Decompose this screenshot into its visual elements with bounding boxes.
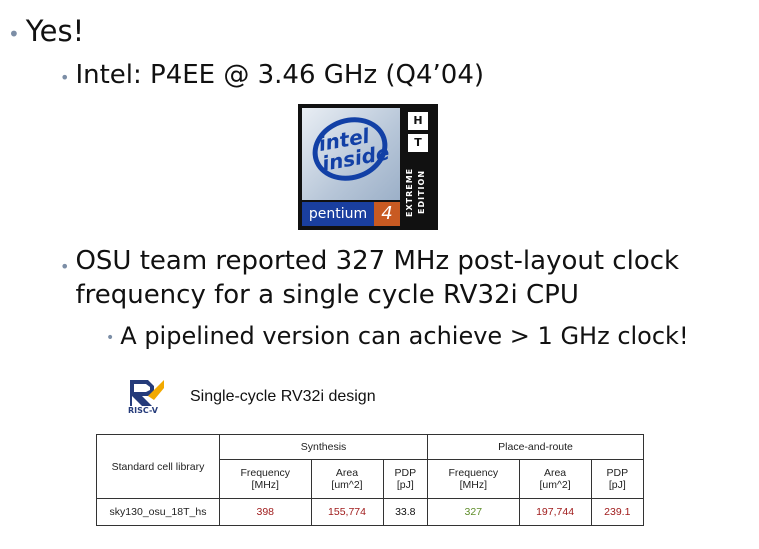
riscv-logo-text: RISC-V: [128, 406, 158, 415]
cell-syn-pdp: 33.8: [382, 498, 429, 526]
bullet-yes: • Yes!: [8, 14, 84, 48]
bullet-osu-text: OSU team reported 327 MHz post-layout cl…: [75, 244, 679, 312]
cell-par-area: 197,744: [518, 498, 592, 526]
rv32i-design-figure: RISC-V Single-cycle RV32i design Standar…: [92, 370, 648, 532]
riscv-icon: [130, 380, 164, 406]
header-par-frequency-label: Frequency: [448, 467, 499, 479]
header-par-pdp-label: PDP: [606, 467, 629, 479]
ht-t-label: T: [408, 134, 428, 152]
cell-par-pdp: 239.1: [590, 498, 645, 526]
header-syn-area-label: Area: [335, 467, 359, 479]
header-syn-frequency-unit: [MHz]: [251, 479, 279, 491]
header-par-pdp-unit: [pJ]: [608, 479, 626, 491]
header-par-area: Area[um^2]: [518, 459, 592, 499]
bullet-dot: •: [60, 68, 70, 87]
header-synthesis: Synthesis: [218, 434, 429, 460]
bullet-intel-text: Intel: P4EE @ 3.46 GHz (Q4’04): [75, 60, 485, 90]
table-header-sub-row: Frequency[MHz] Area[um^2] PDP[pJ] Freque…: [97, 459, 645, 499]
bullet-dot: •: [60, 257, 70, 276]
bullet-osu-line2: frequency for a single cycle RV32i CPU: [75, 280, 579, 310]
header-syn-pdp: PDP[pJ]: [382, 459, 429, 499]
header-syn-pdp-unit: [pJ]: [396, 479, 414, 491]
header-par-pdp: PDP[pJ]: [590, 459, 645, 499]
bullet-osu: • OSU team reported 327 MHz post-layout …: [60, 244, 679, 312]
intel-inside-text: intel inside: [316, 123, 392, 176]
header-syn-frequency: Frequency[MHz]: [219, 459, 312, 499]
header-syn-area: Area[um^2]: [310, 459, 384, 499]
bullet-osu-line1: OSU team reported 327 MHz post-layout cl…: [75, 246, 680, 276]
table-header-group-row: Standard cell library Synthesis Place-an…: [96, 434, 644, 499]
bullet-intel: • Intel: P4EE @ 3.46 GHz (Q4’04): [60, 60, 484, 90]
extreme-edition-label: EXTREME EDITION: [405, 167, 426, 217]
bullet-dot: •: [8, 22, 20, 46]
header-par-frequency-unit: [MHz]: [459, 479, 488, 491]
intel-inside-badge: intel inside: [302, 107, 400, 200]
header-par-frequency: Frequency[MHz]: [427, 459, 520, 499]
header-par-area-unit: [um^2]: [539, 479, 571, 491]
cell-library: sky130_osu_18T_hs: [96, 498, 220, 526]
ht-h-label: H: [408, 112, 428, 130]
bullet-pipelined: • A pipelined version can achieve > 1 GH…: [106, 322, 689, 350]
bullet-yes-text: Yes!: [25, 14, 85, 48]
header-syn-area-unit: [um^2]: [331, 479, 363, 491]
table-row: sky130_osu_18T_hs 398 155,774 33.8 327 1…: [96, 498, 645, 526]
bullet-dot: •: [106, 330, 115, 346]
pentium-four-label: 4: [374, 202, 400, 226]
header-syn-frequency-label: Frequency: [240, 467, 291, 479]
cell-par-frequency: 327: [427, 498, 520, 526]
cell-syn-area: 155,774: [310, 498, 384, 526]
ht-column: H T EXTREME EDITION: [402, 108, 434, 226]
results-table: Standard cell library Synthesis Place-an…: [96, 434, 645, 526]
intel-pentium4-logo: intel inside pentium 4 H T EXTREME EDITI…: [298, 104, 438, 230]
bullet-pipelined-text: A pipelined version can achieve > 1 GHz …: [120, 322, 689, 350]
header-syn-pdp-label: PDP: [394, 467, 417, 479]
cell-syn-frequency: 398: [219, 498, 312, 526]
pentium-label: pentium: [302, 202, 374, 226]
header-place-and-route: Place-and-route: [427, 434, 644, 460]
header-par-area-label: Area: [543, 467, 567, 479]
header-library: Standard cell library: [96, 434, 220, 499]
riscv-logo: RISC-V: [128, 378, 168, 418]
figure-title: Single-cycle RV32i design: [190, 388, 376, 405]
